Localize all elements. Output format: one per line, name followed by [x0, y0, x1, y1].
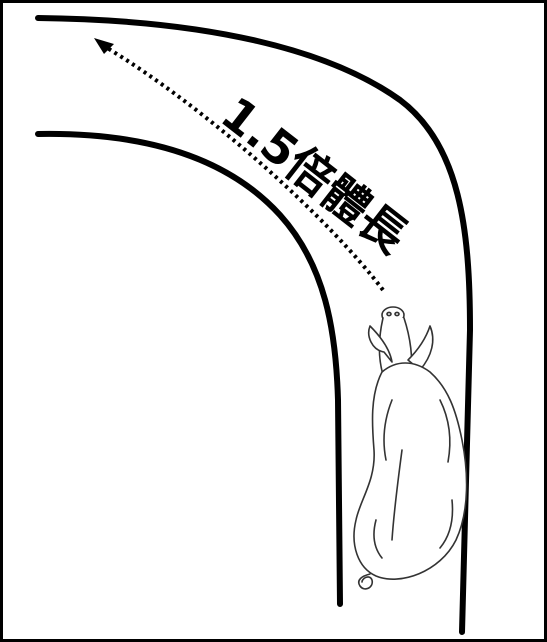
inner-wall: [35, 130, 343, 607]
arrow-head-icon: [94, 38, 114, 54]
outer-wall: [35, 15, 474, 635]
pig-icon: [353, 306, 468, 590]
